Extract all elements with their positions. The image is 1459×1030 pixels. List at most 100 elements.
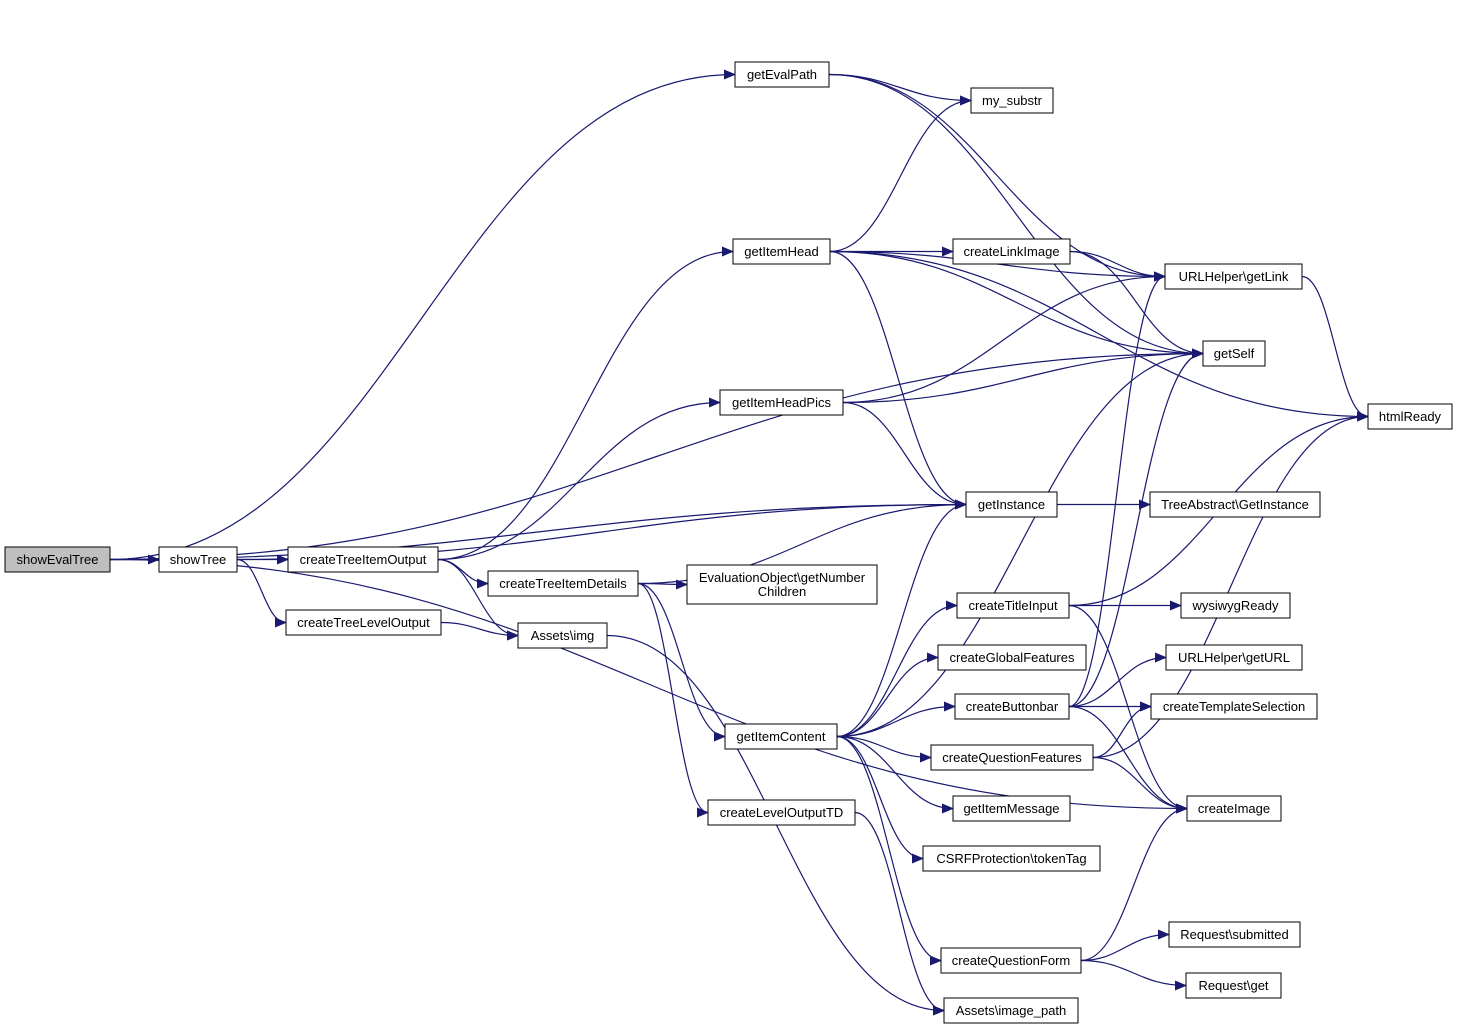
node-box xyxy=(686,564,878,605)
edge-getItemContent-to-getItemMessage xyxy=(836,735,954,814)
edge-getItemHeadPics-to-URLHelper_getLink xyxy=(842,271,1166,404)
node-label: createButtonbar xyxy=(966,699,1059,714)
edge-createLinkImage-to-getSelf xyxy=(1069,250,1204,359)
node-wysiwygReady[interactable]: wysiwygReady xyxy=(1180,592,1291,619)
node-label: wysiwygReady xyxy=(1192,598,1279,613)
node-getItemMessage[interactable]: getItemMessage xyxy=(952,795,1071,822)
node-label: Request\submitted xyxy=(1180,927,1288,942)
node-box xyxy=(1168,921,1301,948)
node-Assets_image_path[interactable]: Assets\image_path xyxy=(943,997,1079,1024)
edge-showEvalTree-to-getInstance xyxy=(109,499,967,561)
node-URLHelper_getURL[interactable]: URLHelper\getURL xyxy=(1165,644,1303,671)
node-createButtonbar[interactable]: createButtonbar xyxy=(954,693,1070,720)
node-box xyxy=(158,546,238,573)
node-box xyxy=(943,997,1079,1024)
node-label: getInstance xyxy=(978,497,1045,512)
node-showTree[interactable]: showTree xyxy=(158,546,238,573)
node-getItemContent[interactable]: getItemContent xyxy=(724,723,838,750)
node-getItemHead[interactable]: getItemHead xyxy=(732,238,831,265)
node-createTreeLevelOutput[interactable]: createTreeLevelOutput xyxy=(285,609,442,636)
node-box xyxy=(4,546,111,573)
node-label: Assets\image_path xyxy=(956,1003,1067,1018)
edge-getItemContent-to-CSRFProtection_tokenTag xyxy=(836,735,924,864)
edge-getItemContent-to-getInstance xyxy=(836,499,967,738)
node-label: getItemHeadPics xyxy=(732,395,831,410)
edge-showEvalTree-to-getEvalPath xyxy=(109,69,736,561)
edge-getItemContent-to-createQuestionForm xyxy=(836,735,942,966)
edge-getItemContent-to-getSelf xyxy=(836,348,1204,738)
node-Assets_img[interactable]: Assets\img xyxy=(517,622,608,649)
edge-createLinkImage-to-URLHelper_getLink xyxy=(1069,250,1166,282)
edge-getItemContent-to-createGlobalFeatures xyxy=(836,652,939,738)
node-createLinkImage[interactable]: createLinkImage xyxy=(952,238,1071,265)
node-createImage[interactable]: createImage xyxy=(1186,795,1282,822)
node-label: createTitleInput xyxy=(968,598,1058,613)
node-createTreeItemOutput[interactable]: createTreeItemOutput xyxy=(287,546,439,573)
node-htmlReady[interactable]: htmlReady xyxy=(1367,403,1453,430)
node-TreeAbstract_GetInstance[interactable]: TreeAbstract\GetInstance xyxy=(1149,491,1321,518)
node-label: createTreeItemDetails xyxy=(499,576,627,591)
node-Request_submitted[interactable]: Request\submitted xyxy=(1168,921,1301,948)
node-box xyxy=(1164,263,1303,290)
node-box xyxy=(1367,403,1453,430)
edge-getItemContent-to-createQuestionFeatures xyxy=(836,735,932,763)
edge-getEvalPath-to-my_substr xyxy=(828,73,972,106)
node-URLHelper_getLink[interactable]: URLHelper\getLink xyxy=(1164,263,1303,290)
node-label: showTree xyxy=(170,552,227,567)
node-getInstance[interactable]: getInstance xyxy=(965,491,1058,518)
edge-createQuestionForm-to-Request_get xyxy=(1080,959,1187,991)
node-box xyxy=(1186,795,1282,822)
node-box xyxy=(287,546,439,573)
edge-createButtonbar-to-createImage xyxy=(1068,705,1188,814)
node-label: getItemMessage xyxy=(963,801,1059,816)
edge-getEvalPath-to-getSelf xyxy=(828,73,1204,359)
node-box xyxy=(1185,972,1282,999)
node-label: createTreeItemOutput xyxy=(300,552,427,567)
edge-getEvalPath-to-URLHelper_getLink xyxy=(828,73,1166,282)
node-box xyxy=(940,947,1082,974)
node-box xyxy=(517,622,608,649)
node-getItemHeadPics[interactable]: getItemHeadPics xyxy=(719,389,844,416)
node-label: getSelf xyxy=(1214,346,1255,361)
edge-createQuestionForm-to-Request_submitted xyxy=(1080,929,1170,962)
node-getSelf[interactable]: getSelf xyxy=(1202,340,1266,367)
node-label: my_substr xyxy=(982,93,1043,108)
node-box xyxy=(970,87,1054,114)
node-label: Request\get xyxy=(1198,978,1268,993)
node-box xyxy=(285,609,442,636)
edge-showTree-to-createTreeLevelOutput xyxy=(236,558,287,628)
node-label: getEvalPath xyxy=(747,67,817,82)
node-CSRFProtection_tokenTag[interactable]: CSRFProtection\tokenTag xyxy=(922,845,1101,872)
node-my_substr[interactable]: my_substr xyxy=(970,87,1054,114)
node-getEvalPath[interactable]: getEvalPath xyxy=(734,61,830,88)
edge-createTreeLevelOutput-to-Assets_img xyxy=(440,621,519,641)
node-label: createQuestionFeatures xyxy=(942,750,1082,765)
node-Request_get[interactable]: Request\get xyxy=(1185,972,1282,999)
edges-layer xyxy=(109,69,1369,1016)
edge-createTreeItemDetails-to-createLevelOutputTD xyxy=(637,582,709,818)
node-label: createImage xyxy=(1198,801,1270,816)
edge-getItemHead-to-getSelf xyxy=(829,250,1204,359)
node-label: createQuestionForm xyxy=(952,953,1071,968)
node-createGlobalFeatures[interactable]: createGlobalFeatures xyxy=(937,644,1087,671)
node-createTemplateSelection[interactable]: createTemplateSelection xyxy=(1150,693,1318,720)
node-box xyxy=(954,693,1070,720)
node-createLevelOutputTD[interactable]: createLevelOutputTD xyxy=(707,799,856,826)
node-box xyxy=(1202,340,1266,367)
edge-getItemContent-to-createTitleInput xyxy=(836,600,958,738)
edge-showEvalTree-to-getSelf xyxy=(109,348,1204,561)
node-label: CSRFProtection\tokenTag xyxy=(936,851,1086,866)
node-createQuestionForm[interactable]: createQuestionForm xyxy=(940,947,1082,974)
node-createQuestionFeatures[interactable]: createQuestionFeatures xyxy=(930,744,1094,771)
node-showEvalTree[interactable]: showEvalTree xyxy=(4,546,111,573)
node-box xyxy=(952,795,1071,822)
edge-showEvalTree-to-createImage xyxy=(109,558,1188,814)
edge-createTreeItemOutput-to-createTreeItemDetails xyxy=(437,558,489,589)
node-label: getItemHead xyxy=(744,244,818,259)
node-createTreeItemDetails[interactable]: createTreeItemDetails xyxy=(487,570,639,597)
node-createTitleInput[interactable]: createTitleInput xyxy=(956,592,1070,619)
edge-getItemHead-to-my_substr xyxy=(829,95,972,253)
node-label: createLevelOutputTD xyxy=(720,805,844,820)
